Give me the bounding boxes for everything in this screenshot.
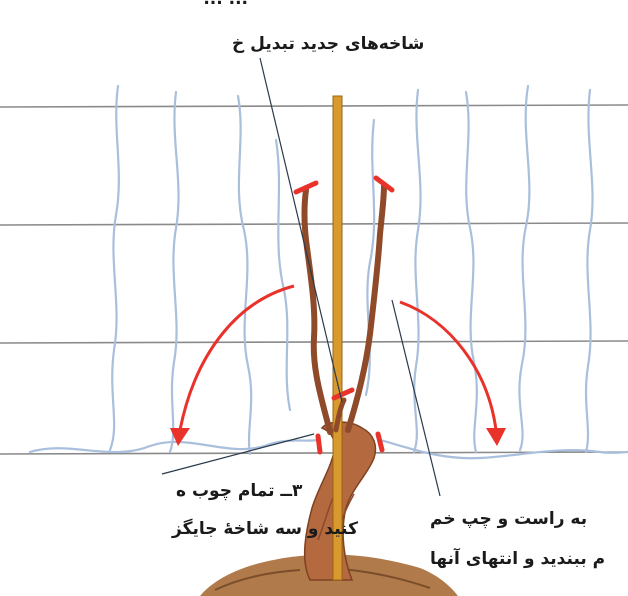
trellis-wire-2 — [0, 222, 628, 226]
curved-arrow-icon — [178, 284, 498, 431]
cut-mark-spur — [331, 387, 355, 401]
leader-line-top — [259, 57, 343, 403]
caption-top-line-2: شاخه‌های جدید تبدیل خ — [232, 34, 425, 54]
leader-lines — [161, 57, 441, 497]
vine-spur — [333, 397, 347, 433]
vine-arm-right — [345, 183, 387, 433]
trellis-wire-1 — [0, 104, 628, 108]
hanging-shoot — [236, 94, 253, 456]
bend-arrow-right — [399, 300, 498, 431]
support-stake — [332, 95, 343, 581]
hanging-shoot — [168, 90, 180, 454]
cut-mark-base-right — [375, 431, 385, 453]
pruning-cut-icon — [293, 175, 395, 455]
leader-line-right — [391, 299, 441, 497]
bend-arrow-left — [178, 284, 295, 431]
trellis-wire-4 — [0, 451, 628, 455]
caption-top-line-1: ... ... — [203, 0, 248, 10]
hanging-shoot — [108, 84, 120, 452]
bend-arrow-right-head — [486, 428, 506, 446]
leader-line-left — [161, 433, 315, 475]
hanging-shoot — [518, 84, 531, 452]
hanging-shoot — [412, 88, 422, 454]
tied-shoot-right — [378, 438, 628, 460]
cut-mark-base-left — [315, 433, 323, 455]
caption-right-line-1: به راست و چپ خم — [430, 509, 588, 529]
caption-left-line-2: کنید و سه شاخهٔ جایگز — [172, 519, 358, 539]
cut-mark-left-arm — [293, 180, 319, 195]
caption-right-line-2: م ببندید و انتهای آنها — [430, 549, 606, 569]
hanging-shoot — [274, 138, 292, 412]
vine-arm-left — [301, 187, 333, 435]
caption-left-line-1: ۳ــ تمام چوب ه — [176, 481, 303, 501]
bend-arrow-left-head — [170, 428, 190, 446]
hanging-shoot — [584, 88, 594, 454]
cut-mark-right-arm — [373, 175, 395, 193]
hanging-shoot — [464, 90, 478, 454]
tied-shoot-left — [28, 438, 320, 454]
hanging-shoots — [28, 84, 628, 460]
